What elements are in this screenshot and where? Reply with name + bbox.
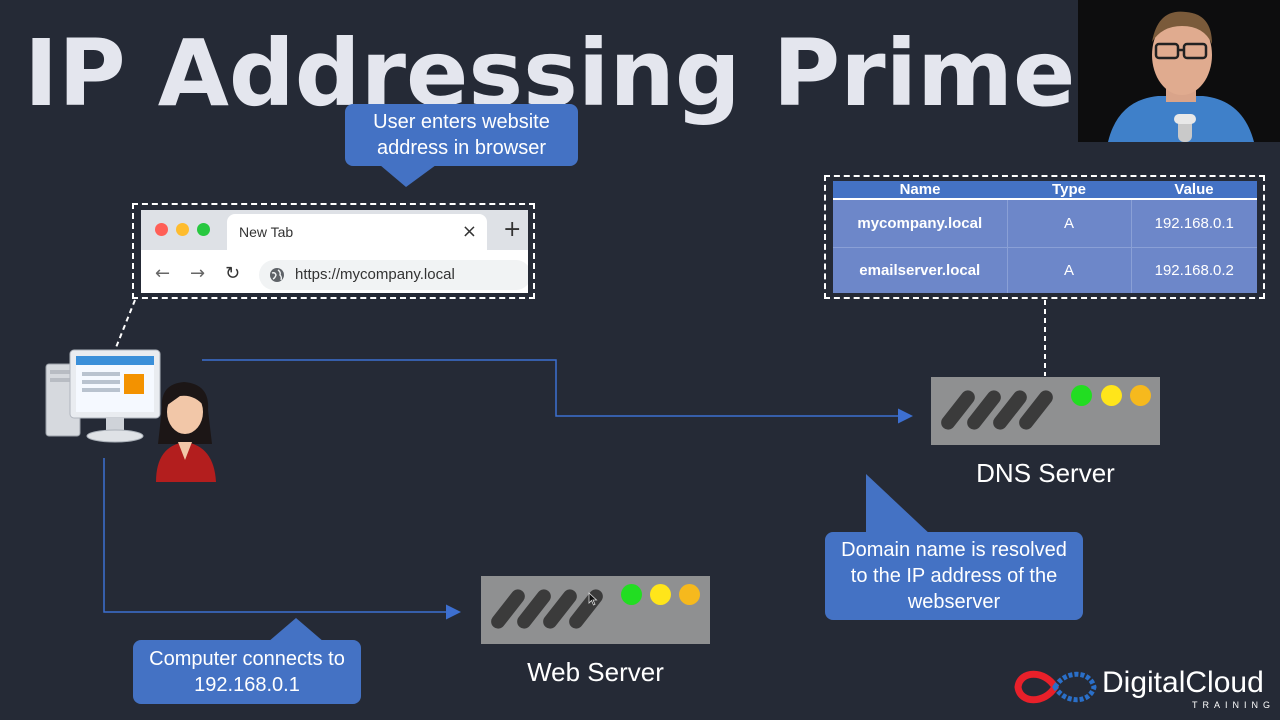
callout-user-enters: User enters website address in browser (345, 104, 578, 166)
digitalcloud-logo-icon (1014, 670, 1097, 704)
minimize-window-dot-icon[interactable] (176, 223, 189, 236)
logo-subtitle: TRAINING (1192, 700, 1276, 710)
dns-server-label: DNS Server (976, 458, 1115, 488)
callout-computer-connects: Computer connects to 192.168.0.1 (133, 640, 361, 704)
cell-value: 192.168.0.2 (1131, 246, 1257, 293)
computer-user-icon (45, 349, 216, 482)
callout-computer-connects-text: Computer connects to 192.168.0.1 (149, 648, 345, 696)
cell-type: A (1007, 246, 1132, 293)
globe-icon (270, 268, 284, 282)
mouse-cursor-icon (588, 592, 598, 606)
green-led-icon (621, 584, 642, 605)
reload-icon[interactable]: ↻ (225, 263, 241, 284)
computer-to-web-arrow (103, 458, 461, 620)
presenter-webcam (1078, 0, 1280, 142)
presenter-image (1078, 0, 1280, 142)
browser-window: New Tab × + ← → ↻ https://mycompany.loca… (141, 210, 528, 293)
orange-led-icon (679, 584, 700, 605)
callout-domain-resolved: Domain name is resolved to the IP addres… (825, 532, 1083, 620)
address-bar-url: https://mycompany.local (295, 266, 455, 283)
web-server-label: Web Server (527, 657, 664, 687)
browser-tab-bar: New Tab × + (141, 210, 528, 250)
orange-led-icon (1130, 385, 1151, 406)
back-icon[interactable]: ← (155, 263, 171, 284)
callout-domain-resolved-pointer (866, 474, 932, 536)
table-header-row: Name Type Value (833, 181, 1257, 200)
dns-server-box (931, 377, 1160, 445)
table-row: emailserver.local A 192.168.0.2 (833, 246, 1257, 293)
dns-table-frame (824, 175, 1265, 299)
browser-tab[interactable]: New Tab × (227, 214, 487, 250)
close-window-dot-icon[interactable] (155, 223, 168, 236)
browser-frame (132, 203, 535, 299)
computer-to-dns-arrow (202, 359, 913, 424)
yellow-led-icon (650, 584, 671, 605)
callout-computer-connects-pointer (268, 618, 324, 642)
address-bar[interactable]: https://mycompany.local (259, 260, 528, 290)
new-tab-icon[interactable]: + (503, 217, 522, 242)
table-row: mycompany.local A 192.168.0.1 (833, 198, 1257, 248)
dns-table: Name Type Value mycompany.local A 192.16… (833, 181, 1257, 293)
digitalcloud-logo: DigitalCloud TRAINING (1010, 658, 1280, 716)
column-header-name: Name (833, 181, 1007, 200)
cell-type: A (1007, 198, 1132, 248)
web-server-box (481, 576, 710, 644)
forward-icon[interactable]: → (190, 263, 206, 284)
cell-value: 192.168.0.1 (1131, 198, 1257, 248)
callout-domain-resolved-text: Domain name is resolved to the IP addres… (841, 539, 1067, 613)
column-header-value: Value (1131, 181, 1257, 200)
browser-to-computer-line (114, 299, 136, 351)
callout-user-enters-text: User enters website address in browser (373, 111, 550, 159)
green-led-icon (1071, 385, 1092, 406)
logo-name: DigitalCloud (1102, 666, 1264, 699)
dns-records-table: Name Type Value mycompany.local A 192.16… (833, 181, 1257, 293)
tab-label: New Tab (239, 224, 294, 240)
maximize-window-dot-icon[interactable] (197, 223, 210, 236)
callout-user-enters-pointer (380, 165, 436, 187)
column-header-type: Type (1007, 181, 1131, 200)
tab-close-icon[interactable]: × (461, 221, 477, 242)
cell-name: emailserver.local (833, 246, 1008, 293)
yellow-led-icon (1101, 385, 1122, 406)
cell-name: mycompany.local (833, 198, 1008, 248)
